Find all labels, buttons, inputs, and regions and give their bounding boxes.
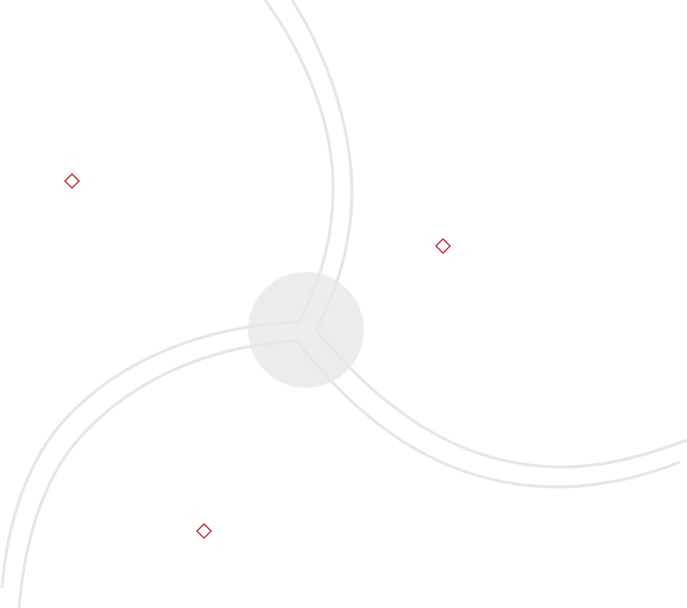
lower-left-arc-outer bbox=[17, 339, 298, 608]
diamond-divider-right bbox=[385, 238, 502, 254]
center-hub-circle bbox=[248, 272, 364, 388]
diamond-icon bbox=[435, 238, 451, 254]
diamond-icon bbox=[196, 523, 212, 539]
diamond-divider-bottom bbox=[146, 523, 263, 539]
upper-arc-outer bbox=[290, 0, 354, 331]
lower-left-arc-inner bbox=[0, 320, 300, 589]
diamond-icon bbox=[64, 173, 80, 189]
lower-right-arc-outer bbox=[295, 340, 681, 489]
upper-arc-inner bbox=[263, 0, 335, 323]
lower-right-arc-inner bbox=[314, 329, 687, 469]
diamond-divider-left bbox=[14, 173, 132, 189]
